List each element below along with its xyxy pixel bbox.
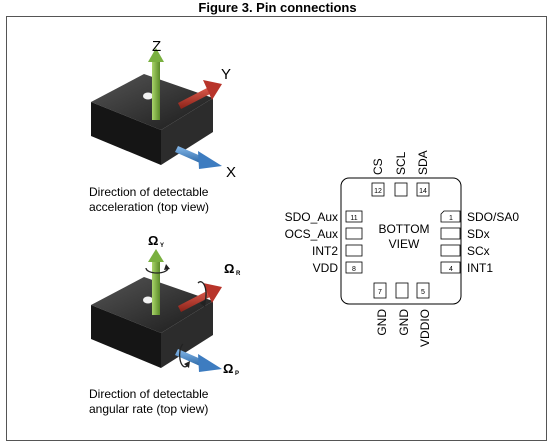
omega-y-symbol: Ω	[148, 233, 158, 248]
right-pins: 1 4 SDO/SA0 SDx SCx INT1	[440, 210, 519, 275]
omega-y-subscript: Y	[160, 243, 164, 249]
pin-pad	[394, 182, 408, 197]
pin-number: 7	[378, 289, 382, 296]
pin-label-int1: INT1	[467, 261, 493, 275]
package-outline	[340, 177, 462, 305]
package-center-line1: BOTTOM	[378, 222, 429, 236]
z-axis-label: Z	[152, 38, 161, 55]
pin-pad	[345, 227, 363, 240]
pin-pad	[416, 282, 430, 299]
y-axis-arrow	[178, 80, 222, 109]
pin-pad	[440, 261, 461, 274]
pin-label-scl: SCL	[394, 151, 408, 175]
yaw-axis-arrow	[145, 249, 170, 315]
z-axis-arrow	[148, 48, 164, 120]
pin-label-int2: INT2	[312, 244, 338, 258]
omega-r-symbol: Ω	[224, 261, 234, 276]
pin-label-vddio: VDDIO	[418, 309, 432, 347]
pin-pad	[371, 182, 385, 197]
top-pins: 12 14 CS SCL SDA	[371, 150, 430, 197]
accel-caption-line1: Direction of detectable	[89, 185, 209, 199]
pin-number: 8	[352, 266, 356, 273]
bottom-pins: 7 5 GND GND VDDIO	[373, 282, 432, 347]
y-axis-label: Y	[221, 66, 231, 83]
pin-pad	[440, 244, 461, 257]
pin-number: 12	[374, 188, 382, 195]
pin-label-sdo-aux: SDO_Aux	[285, 210, 338, 224]
pin-number: 11	[350, 215, 357, 222]
pin-pad-pin1	[440, 210, 461, 223]
pin-label-gnd-1: GND	[375, 309, 389, 336]
roll-axis-arrow	[178, 281, 222, 312]
omega-r-subscript: R	[236, 271, 241, 277]
gyro-caption-line1: Direction of detectable	[89, 387, 209, 401]
pin-label-sdo-sa0: SDO/SA0	[467, 210, 519, 224]
pin-label-sda: SDA	[416, 150, 430, 175]
pin-number: 1	[449, 215, 453, 222]
pin-pad	[440, 227, 461, 240]
accel-caption-line2: acceleration (top view)	[89, 200, 209, 214]
figure-frame	[6, 16, 547, 441]
x-axis-label: X	[226, 164, 236, 181]
pin-label-cs: CS	[371, 158, 385, 175]
pin-pad	[373, 282, 387, 299]
pin-number: 4	[449, 266, 453, 273]
omega-p-symbol: Ω	[223, 361, 233, 376]
package-center-line2: VIEW	[389, 237, 420, 251]
gyro-caption-line2: angular rate (top view)	[89, 402, 208, 416]
pin-label-vdd: VDD	[313, 261, 339, 275]
pin-number: 5	[421, 289, 425, 296]
pin-number: 14	[419, 188, 427, 195]
pin-pad	[395, 282, 409, 299]
pin-pad	[345, 210, 363, 223]
x-axis-arrow	[175, 146, 222, 169]
pin-pad	[345, 261, 363, 274]
pin-label-ocs-aux: OCS_Aux	[285, 227, 338, 241]
pitch-axis-arrow	[175, 343, 222, 372]
figure-title: Figure 3. Pin connections	[198, 0, 357, 15]
pin-pad	[345, 244, 363, 257]
omega-p-subscript: P	[235, 371, 239, 377]
pin-pad	[416, 182, 430, 197]
pin-label-scx: SCx	[467, 244, 490, 258]
pin-label-sdx: SDx	[467, 227, 490, 241]
pin-label-gnd-2: GND	[397, 309, 411, 336]
left-pins: 11 8 SDO_Aux OCS_Aux INT2 VDD	[285, 210, 363, 275]
